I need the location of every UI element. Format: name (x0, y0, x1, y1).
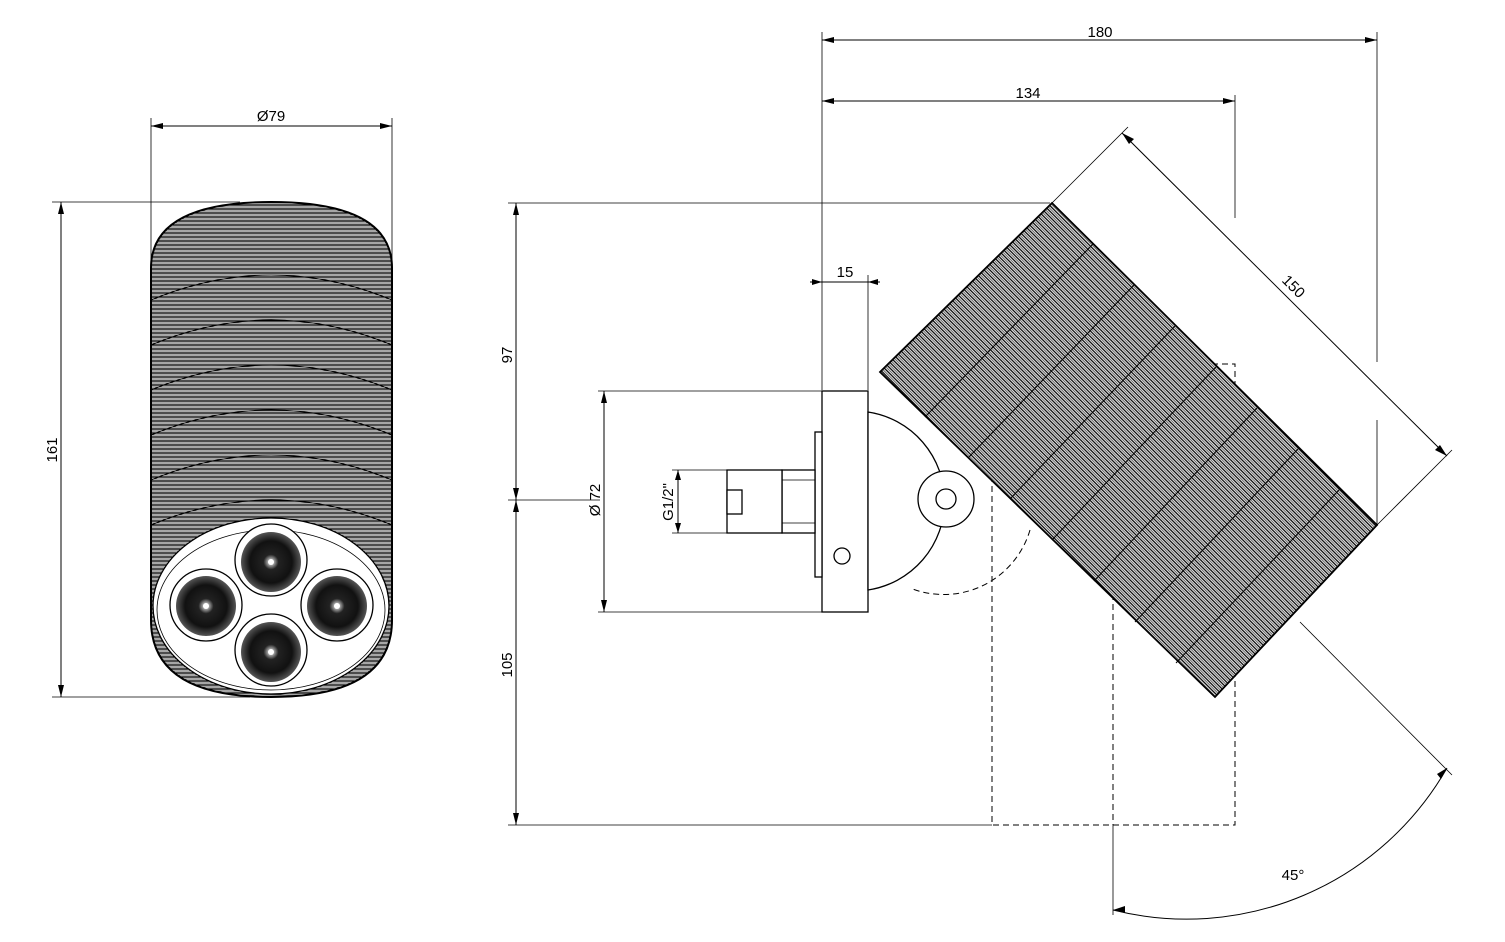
front-width-dimension: Ø79 (150, 108, 393, 262)
overall-width-label: 180 (1087, 24, 1112, 41)
wall-flange (814, 390, 869, 613)
tilted-shower-head (878, 201, 1379, 699)
spray-face (152, 517, 390, 695)
side-view: 180 134 15 97 105 (499, 24, 1453, 920)
head-length-label: 150 (1278, 272, 1308, 302)
nozzle-left (169, 568, 243, 642)
front-view: Ø79 161 (44, 108, 393, 699)
nozzle-right (300, 568, 374, 642)
thread-label: G1/2" (660, 483, 677, 521)
flange-depth-dimension: 15 (810, 264, 880, 390)
lower-height-label: 105 (499, 652, 516, 677)
pivot-width-dimension: 134 (822, 85, 1236, 218)
set-screw-icon (833, 547, 851, 565)
front-height-label: 161 (44, 437, 61, 462)
flange-diameter-label: Ø 72 (587, 484, 604, 517)
thread-dimension: G1/2" (660, 469, 730, 534)
angle-dimension: 45° (1112, 621, 1453, 920)
thread-connector (726, 469, 816, 534)
nozzle-top (234, 523, 308, 597)
front-diameter-label: Ø79 (257, 108, 285, 125)
angle-label: 45° (1282, 867, 1305, 884)
front-height-dimension: 161 (44, 201, 250, 698)
nozzle-bottom (234, 613, 308, 687)
flange-diameter-dimension: Ø 72 (587, 390, 822, 613)
flange-depth-label: 15 (837, 264, 854, 281)
height-dimensions: 97 105 (499, 202, 1050, 826)
overall-width-dimension: 180 (821, 24, 1378, 390)
upper-height-label: 97 (499, 347, 516, 364)
ball-joint (867, 411, 975, 591)
pivot-width-label: 134 (1015, 85, 1040, 102)
